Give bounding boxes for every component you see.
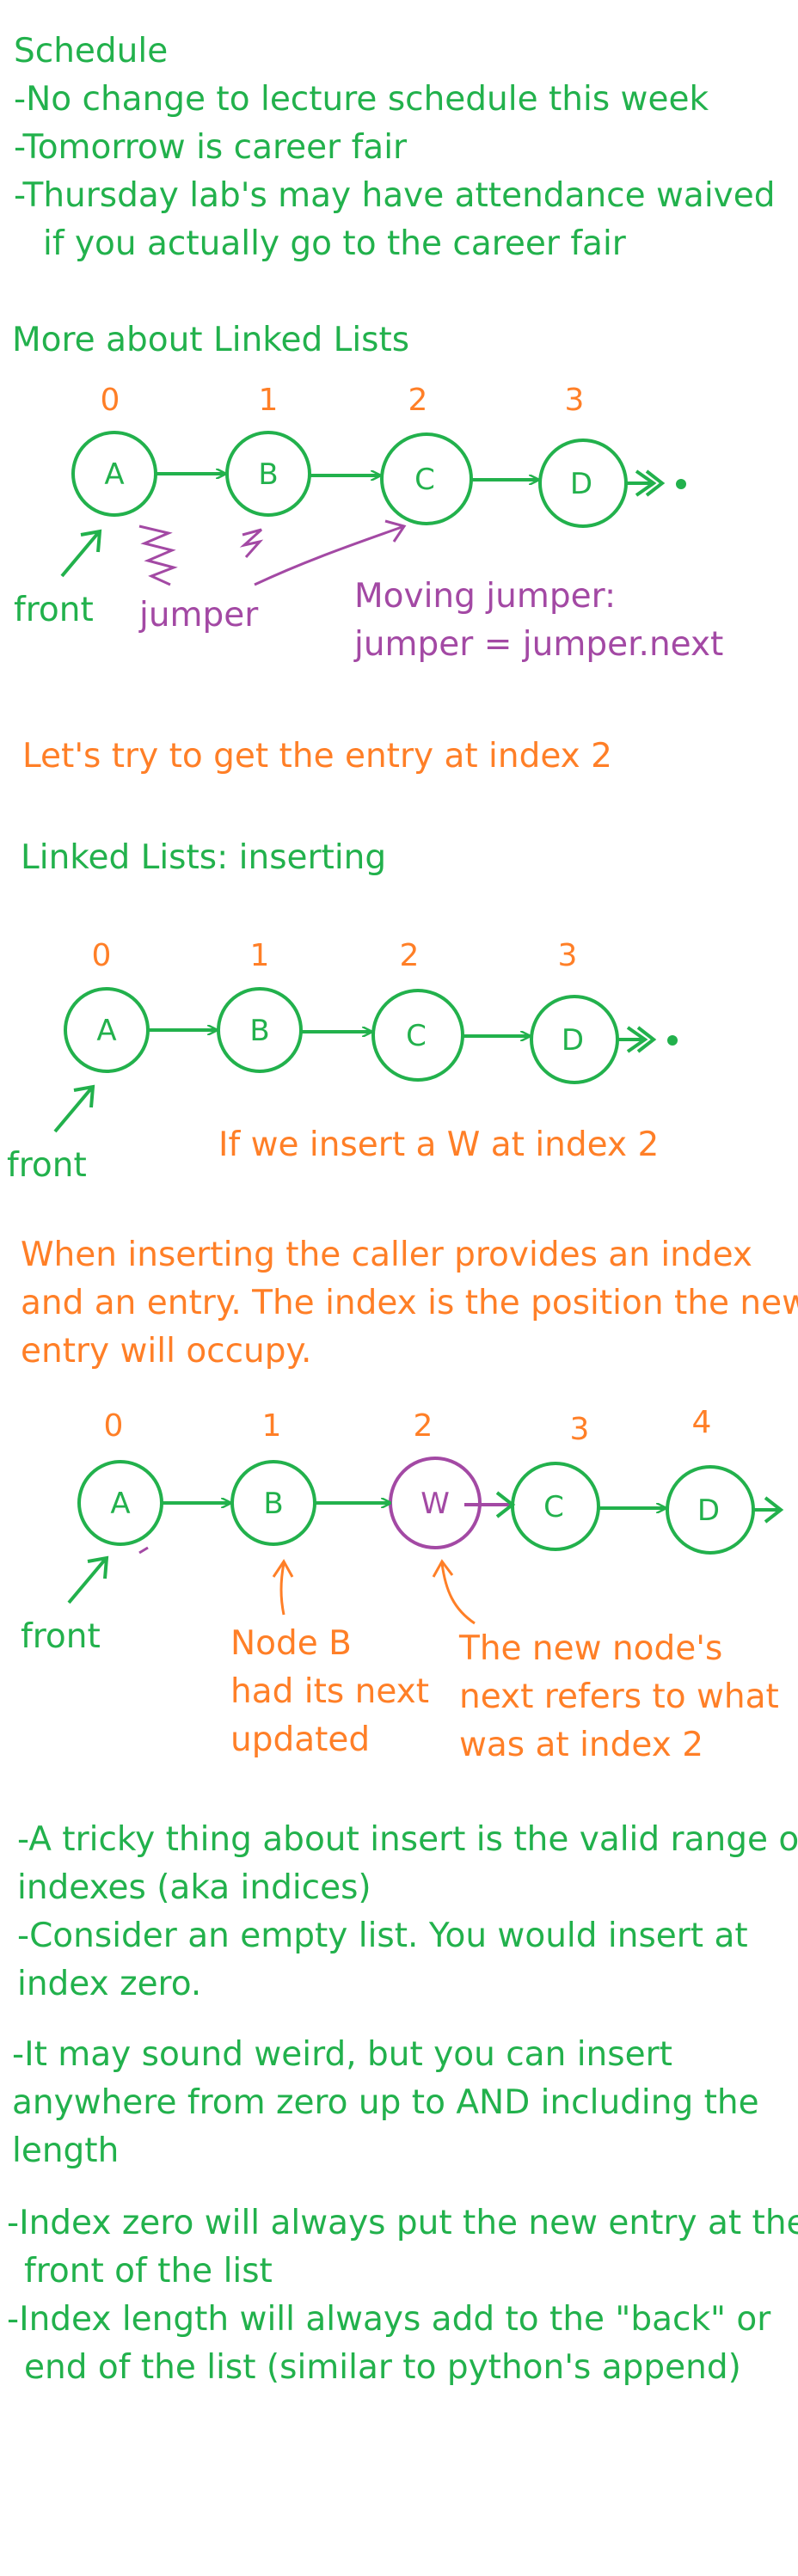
node-b-note: updated [230,1720,371,1759]
index-label: 1 [250,938,270,973]
node-letter-new: W [420,1487,450,1521]
insert-explanation-line: and an entry. The index is the position … [21,1284,798,1322]
note-line: -Index zero will always put the new entr… [7,2204,798,2242]
new-node-note: The new node's [459,1629,723,1668]
jumper-label: jumper [139,596,259,635]
jumper-move-arrow [254,519,407,586]
node-letter: C [414,463,435,497]
index-label: 2 [400,938,420,973]
front-label: front [7,1146,87,1185]
new-node-note: next refers to what [459,1677,779,1716]
note-line: indexes (aka indices) [17,1868,371,1907]
moving-jumper-note: jumper = jumper.next [354,625,724,664]
linked-list-diagram-1: 0 1 2 3 A B C D [60,383,686,586]
linked-list-diagram-2: 0 1 2 3 A B C D [53,938,678,1133]
node-letter: B [249,1014,269,1048]
node-letter: C [406,1019,427,1053]
schedule-line: -Thursday lab's may have attendance waiv… [14,176,776,215]
node-letter: A [104,457,124,492]
index-label: 2 [408,383,428,418]
note-line: index zero. [17,1965,202,2003]
note-line: anywhere from zero up to AND including t… [12,2083,759,2122]
inserting-heading: Linked Lists: inserting [21,838,387,877]
new-next-arrowhead [495,1491,516,1518]
note-line: -A tricky thing about insert is the vali… [17,1820,798,1859]
node-b-note: Node B [230,1624,352,1663]
linked-lists-heading: More about Linked Lists [12,321,410,359]
schedule-line: if you actually go to the career fair [43,224,626,263]
index-label: 1 [259,383,279,418]
front-pointer-arrow [60,529,102,578]
note-line: -Index length will always add to the "ba… [7,2300,771,2339]
index-label: 1 [262,1408,282,1444]
front-pointer-arrow [53,1084,95,1133]
next-arrow [617,1026,657,1053]
front-label: front [14,591,94,629]
note-line: -It may sound weird, but you can insert [12,2035,672,2074]
new-node-note-arrow [432,1559,476,1625]
jumper-scribble [239,528,264,558]
index-label: 0 [92,938,112,973]
insert-explanation-line: entry will occupy. [21,1332,312,1371]
node-letter: A [110,1487,130,1521]
index-label: 0 [104,1408,124,1444]
node-letter: B [258,457,278,492]
index-label: 3 [570,1412,590,1447]
index-label: 3 [565,383,585,418]
note-line: length [12,2131,120,2170]
index-label: 0 [101,383,120,418]
front-label: front [21,1617,101,1656]
linked-list-diagram-3: 0 1 2 3 4 A B W C D [67,1405,784,1625]
null-dot [667,1035,678,1046]
null-dot [676,479,686,489]
node-letter: A [96,1014,116,1048]
index-label: 3 [558,938,578,973]
node-letter: B [263,1487,283,1521]
schedule-title: Schedule [14,32,169,71]
insert-explanation-line: When inserting the caller provides an in… [21,1236,753,1274]
note-line: front of the list [24,2252,273,2291]
schedule-line: -No change to lecture schedule this week [14,80,709,119]
schedule-line: -Tomorrow is career fair [14,128,408,167]
new-node-note: was at index 2 [459,1726,704,1764]
node-letter: C [543,1490,564,1524]
note-line: end of the list (similar to python's app… [24,2348,741,2387]
moving-jumper-note: Moving jumper: [354,577,617,616]
node-letter: D [570,467,592,501]
index-label: 2 [414,1408,433,1444]
insert-note: If we insert a W at index 2 [218,1125,660,1164]
stray-mark [138,1546,149,1555]
node-letter: D [697,1493,720,1528]
jumper-scribble [138,524,178,586]
index-label: 4 [692,1405,712,1440]
front-pointer-arrow [67,1555,109,1604]
node-b-note: had its next [230,1672,430,1711]
node-letter: D [562,1023,584,1058]
next-arrow [753,1496,784,1524]
note-line: -Consider an empty list. You would inser… [17,1917,748,1955]
try-index-note: Let's try to get the entry at index 2 [22,737,612,776]
next-arrow [626,469,666,497]
node-b-note-arrow [272,1559,294,1616]
